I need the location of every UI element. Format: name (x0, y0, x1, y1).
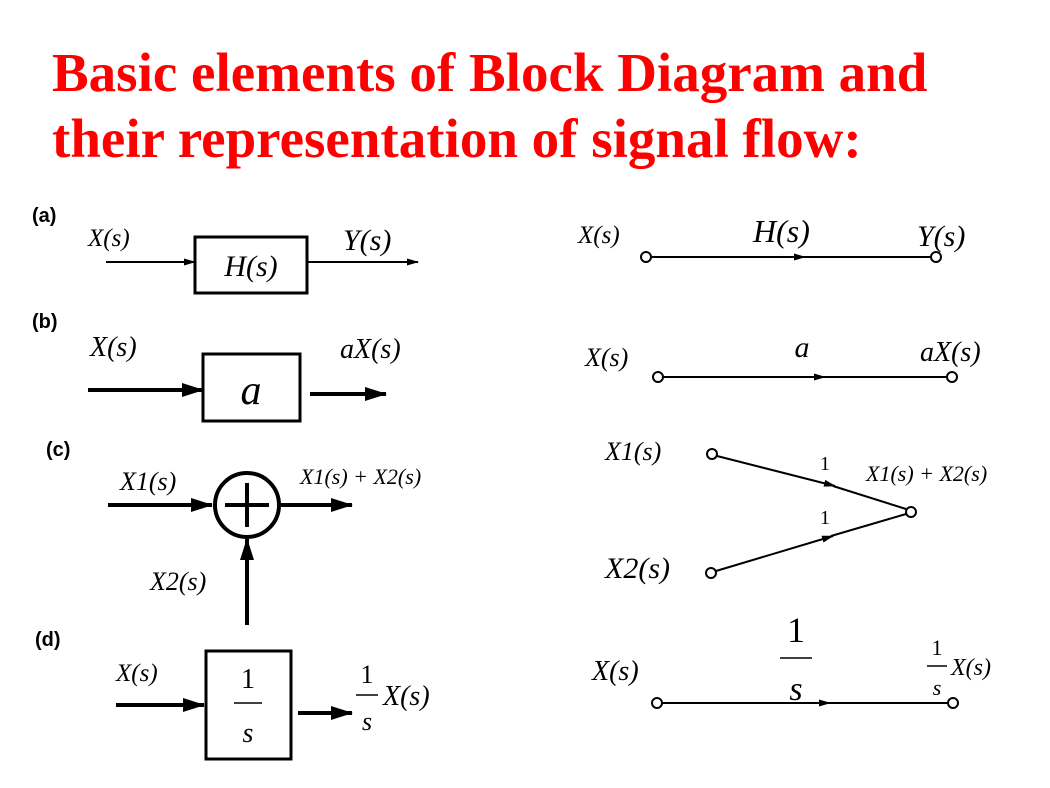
b-output-label: aX(s) (340, 334, 401, 365)
d-output-var: X(s) (382, 681, 430, 712)
b-input-label: X(s) (89, 332, 137, 363)
c-sfg-output-label: X1(s) + X2(s) (865, 461, 987, 486)
c-sfg-branch2 (830, 513, 907, 537)
b-sfg-input-label: X(s) (584, 343, 628, 372)
b-sfg-output-label: aX(s) (920, 337, 981, 368)
d-output-denominator: s (362, 707, 372, 736)
c-sfg-node-out (905, 506, 917, 518)
label-a: (a) (32, 205, 56, 227)
a-input-label: X(s) (87, 225, 130, 252)
d-input-label: X(s) (115, 660, 158, 687)
d-output-numerator: 1 (361, 660, 374, 689)
label-c: (c) (46, 439, 70, 461)
a-sfg-gain: H(s) (752, 213, 810, 249)
row-b: (b) X(s) a aX(s) X(s) a aX(s) (32, 311, 981, 423)
title-line-1: Basic elements of Block Diagram and (52, 42, 928, 103)
c-sfg-gain2: 1 (820, 507, 830, 529)
a-output-label: Y(s) (343, 224, 391, 257)
a-sfg-input-label: X(s) (577, 222, 620, 249)
d-block-denominator: s (243, 718, 254, 749)
label-b: (b) (32, 311, 58, 333)
label-d: (d) (35, 629, 61, 651)
c-output-label: X1(s) + X2(s) (299, 464, 421, 489)
b-sfg-node-in (652, 371, 664, 383)
a-sfg-output-label: Y(s) (917, 220, 965, 253)
d-block-numerator: 1 (241, 664, 255, 695)
d-sfg-output-numerator: 1 (932, 635, 943, 660)
d-sfg-input-label: X(s) (591, 656, 639, 687)
c-sfg-branch2-arrow (715, 535, 834, 572)
row-c: (c) X1(s) X1(s) + X2(s) X2(s) X1(s) 1 X2… (46, 437, 987, 625)
c-sfg-input1-label: X1(s) (604, 437, 661, 466)
d-sfg-node-in (651, 697, 663, 709)
a-sfg-node-out (930, 251, 942, 263)
a-sfg-node-in (640, 251, 652, 263)
d-sfg-output-denominator: s (933, 675, 942, 700)
d-sfg-node-out (947, 697, 959, 709)
c-sfg-gain1: 1 (820, 453, 830, 475)
row-a: (a) X(s) H(s) Y(s) X(s) H(s) Y(s) (32, 205, 965, 295)
c-sfg-node-in1 (706, 448, 718, 460)
row-d: (d) X(s) 1 s 1 s X(s) X(s) 1 s 1 s X(s) (35, 610, 991, 761)
a-block-label: H(s) (223, 250, 277, 283)
summing-junction (213, 471, 281, 539)
summer-circle (213, 471, 281, 539)
title-line-2: their representation of signal flow: (52, 108, 862, 169)
c-sfg-node-in2 (705, 567, 717, 579)
b-sfg-node-out (946, 371, 958, 383)
a-transfer-block (193, 235, 309, 295)
d-integrator-block (204, 649, 293, 761)
b-sfg-gain: a (795, 331, 810, 364)
c-input2-label: X2(s) (149, 567, 206, 596)
slide-title: Basic elements of Block Diagram and thei… (52, 40, 1042, 172)
c-sfg-branch1 (832, 485, 907, 510)
c-sfg-branch1-arrow (716, 455, 836, 487)
c-input1-label: X1(s) (119, 467, 176, 496)
d-sfg-gain-numerator: 1 (787, 610, 805, 650)
d-sfg-gain-denominator: s (789, 671, 802, 708)
b-gain-block (201, 352, 302, 423)
c-sfg-input2-label: X2(s) (604, 552, 670, 585)
b-block-label: a (241, 368, 262, 414)
d-sfg-output-var: X(s) (950, 655, 991, 681)
